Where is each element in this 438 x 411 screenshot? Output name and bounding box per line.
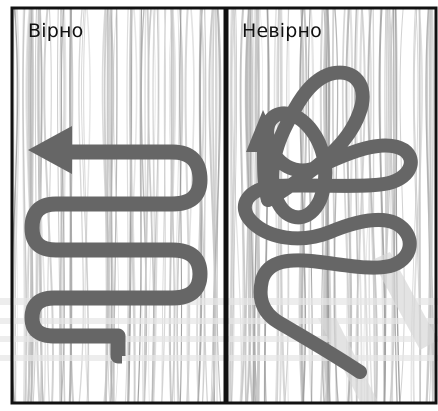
hair-strand bbox=[425, 9, 432, 402]
hair-strand bbox=[13, 9, 19, 402]
hair-strand bbox=[372, 9, 376, 402]
hair-strand bbox=[13, 9, 20, 402]
hair-strand bbox=[13, 9, 18, 402]
incorrect-tangled-path bbox=[237, 65, 418, 379]
hair-strand bbox=[212, 9, 222, 402]
hair-strand bbox=[284, 9, 290, 402]
hair-strand bbox=[359, 9, 369, 402]
hair-strand bbox=[430, 9, 435, 402]
hair-strand bbox=[208, 9, 217, 402]
hair-strand bbox=[300, 9, 308, 402]
panel-frame-incorrect bbox=[225, 6, 438, 405]
hair-strand bbox=[354, 9, 359, 402]
hair-strand bbox=[355, 9, 363, 402]
arrow-head-icon bbox=[246, 110, 282, 152]
label-incorrect: Невірно bbox=[242, 20, 322, 42]
hair-strand bbox=[383, 9, 393, 402]
hair-strand bbox=[199, 9, 206, 402]
hair-strand bbox=[32, 9, 38, 402]
hair-strand bbox=[378, 9, 387, 402]
correct-serpentine-path bbox=[24, 126, 208, 364]
hair-strand bbox=[308, 9, 315, 402]
hair-strand bbox=[27, 9, 34, 402]
label-correct: Вірно bbox=[28, 20, 84, 42]
hair-strand bbox=[418, 9, 421, 402]
hair-strand bbox=[392, 9, 398, 402]
hair-strand bbox=[390, 9, 399, 402]
hair-strand bbox=[298, 9, 305, 402]
arrow-head-icon bbox=[28, 126, 72, 174]
hair-strand bbox=[257, 9, 263, 402]
hair-strand bbox=[229, 9, 237, 402]
hair-strand bbox=[308, 9, 313, 402]
panel-frames bbox=[10, 6, 438, 405]
hair-strand bbox=[355, 9, 366, 402]
hair-strand bbox=[22, 9, 27, 402]
hair-strand bbox=[425, 9, 433, 402]
hair-strand bbox=[399, 9, 405, 402]
hair-strand bbox=[299, 9, 307, 402]
hair-strand bbox=[255, 9, 261, 402]
hair-strand bbox=[30, 9, 35, 402]
hair-strand bbox=[395, 9, 401, 402]
hair-strand bbox=[412, 9, 423, 402]
hair-strand bbox=[202, 9, 206, 402]
hair-strand bbox=[231, 9, 242, 402]
panel-frame-correct bbox=[10, 6, 227, 405]
hair-strand bbox=[367, 9, 378, 402]
hair-strand bbox=[210, 9, 218, 402]
hair-strand bbox=[363, 9, 372, 402]
hair-strand bbox=[368, 9, 374, 402]
hair-strand bbox=[196, 9, 205, 402]
hair-strand bbox=[210, 9, 217, 402]
